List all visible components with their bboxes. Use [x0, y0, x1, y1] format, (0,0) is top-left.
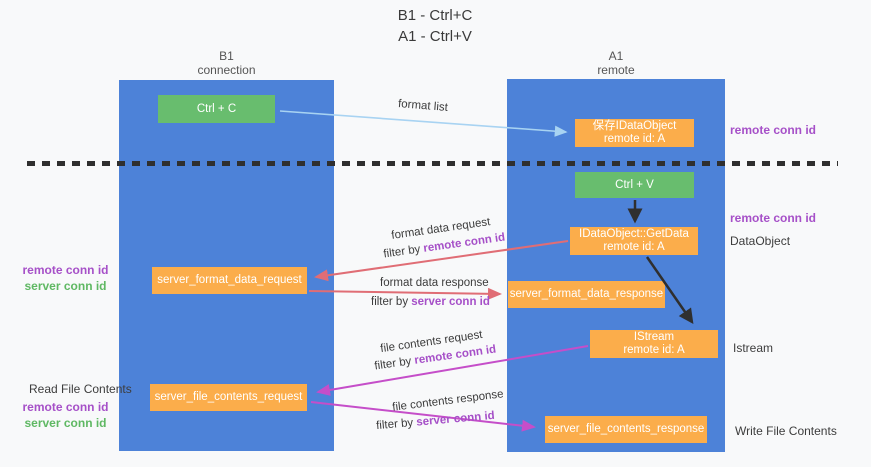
node-server-file-contents-request-label: server_file_contents_request [154, 391, 303, 403]
server-conn-id-text: server conn id [411, 296, 490, 308]
right-label-write-file-contents: Write File Contents [735, 424, 837, 438]
phase-separator-dashed-line [27, 161, 838, 166]
format-list-text: format list [397, 98, 449, 114]
right-remote-conn-id-1: remote conn id [730, 123, 817, 137]
left-conn-id-stack-2: remote conn id server conn id [18, 399, 113, 431]
left-conn-id-stack-1: remote conn id server conn id [18, 262, 113, 294]
diagram-title: B1 - Ctrl+C A1 - Ctrl+V [300, 5, 570, 47]
node-ctrl-v-label: Ctrl + V [615, 178, 654, 191]
title-line-2: A1 - Ctrl+V [398, 28, 472, 45]
node-idataobject-getdata: IDataObject::GetData remote id: A [570, 227, 698, 255]
right-remote-conn-id-2: remote conn id [730, 211, 817, 225]
node-save-idataobject-line1: 保存IDataObject [592, 120, 677, 132]
node-server-file-contents-response: server_file_contents_response [545, 416, 707, 443]
filter-by-text: filter by [371, 296, 412, 308]
node-getdata-line2: remote id: A [603, 241, 665, 253]
node-ctrl-c-label: Ctrl + C [196, 102, 237, 115]
edge-label-filter-server-1: filter by server conn id [371, 296, 490, 308]
lane-header-a1: A1 remote [507, 49, 725, 77]
filter-by-text: filter by [375, 416, 417, 433]
arrow-format-data-response [308, 287, 502, 300]
left-label-read-file-contents: Read File Contents [29, 382, 132, 396]
node-istream-line1: IStream [633, 331, 675, 343]
format-data-response-text: format data response [380, 277, 489, 289]
node-ctrl-v: Ctrl + V [575, 172, 694, 198]
node-save-idataobject: 保存IDataObject remote id: A [575, 119, 694, 147]
left-remote-conn-id-2: remote conn id [22, 400, 109, 414]
server-conn-id-text: server conn id [415, 409, 496, 429]
node-server-format-data-request-label: server_format_data_request [157, 274, 302, 286]
lane-b1-name: B1 [219, 49, 234, 63]
left-server-conn-id-2: server conn id [24, 416, 107, 430]
node-ctrl-c: Ctrl + C [158, 95, 275, 123]
node-istream-line2: remote id: A [623, 344, 685, 356]
right-label-dataobject: DataObject [730, 234, 791, 248]
node-save-idataobject-line2: remote id: A [603, 133, 666, 145]
lane-a1-role: remote [597, 63, 635, 77]
node-server-file-contents-response-label: server_file_contents_response [547, 423, 705, 435]
node-istream: IStream remote id: A [590, 330, 718, 358]
left-server-conn-id-1: server conn id [24, 279, 107, 293]
edge-label-format-list: format list [398, 98, 449, 114]
filter-by-text: filter by [382, 242, 425, 261]
edge-label-format-data-response: format data response [380, 277, 489, 289]
lane-b1-role: connection [197, 63, 256, 77]
lane-header-b1: B1 connection [119, 49, 334, 77]
filter-by-text: filter by [373, 354, 416, 373]
right-label-istream: Istream [733, 341, 774, 355]
node-server-format-data-response-label: server_format_data_response [509, 288, 664, 300]
node-server-file-contents-request: server_file_contents_request [150, 384, 307, 411]
node-server-format-data-request: server_format_data_request [152, 267, 307, 294]
left-remote-conn-id-1: remote conn id [22, 263, 109, 277]
node-server-format-data-response: server_format_data_response [508, 281, 665, 308]
node-getdata-line1: IDataObject::GetData [579, 228, 689, 240]
title-line-1: B1 - Ctrl+C [397, 7, 473, 24]
lane-a1-name: A1 [608, 49, 624, 63]
